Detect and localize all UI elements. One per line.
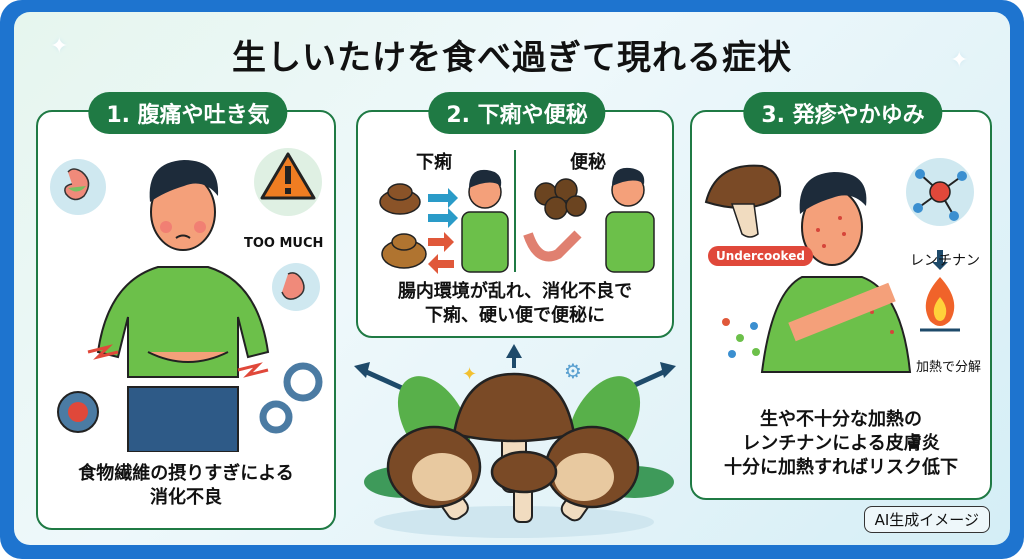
arrow-left-up-icon <box>360 367 404 391</box>
infographic-canvas: ✦ ✦ 生しいたけを食べ過ぎて現れる症状 1. 腹痛や吐き気 <box>14 12 1010 545</box>
molecule-icon <box>906 158 974 226</box>
caption-line: レンチナンによる皮膚炎 <box>742 433 940 454</box>
gear-icon: ⚙ <box>564 359 582 383</box>
stool-icon <box>379 183 421 215</box>
gears-icon <box>259 362 323 434</box>
card-label: 1. 腹痛や吐き気 <box>88 92 288 134</box>
arrow-up-icon <box>506 344 522 358</box>
constipation-label: 便秘 <box>570 152 606 173</box>
too-much-label: TOO MUCH <box>244 236 324 251</box>
loose-stool-icon <box>381 233 427 269</box>
intestine-icon <box>523 230 582 262</box>
hard-stool-icon <box>534 178 587 220</box>
sick-man-illustration <box>50 148 323 452</box>
warning-icon <box>254 148 322 216</box>
arrow-down-icon <box>932 250 948 270</box>
person-icon <box>760 172 912 373</box>
card-label: 3. 発疹やかゆみ <box>743 92 943 134</box>
arrow-right-icon <box>428 188 458 228</box>
caption-line: 腸内環境が乱れ、消化不良で <box>397 281 633 302</box>
caption-line: 十分に加熱すればリスク低下 <box>724 457 958 478</box>
page-title: 生しいたけを食べ過ぎて現れる症状 <box>232 38 792 78</box>
fire-icon <box>920 277 960 332</box>
sparkle-icon: ✦ <box>50 34 69 59</box>
person-icon <box>96 160 270 452</box>
sparkle-icon: ✦ <box>950 48 969 73</box>
shiitake-mushrooms-illustration: ✦ ⚙ <box>354 344 676 538</box>
card-caption: 腸内環境が乱れ、消化不良で 下痢、硬い便で便秘に <box>358 280 672 328</box>
person-icon <box>461 169 509 273</box>
diarrhea-label: 下痢 <box>416 152 452 173</box>
digestion-illustration <box>379 150 655 274</box>
stomach-icon <box>272 263 320 311</box>
pain-icon <box>237 362 269 378</box>
caption-line: 下痢、硬い便で便秘に <box>425 305 605 326</box>
card-diarrhea-constipation: 2. 下痢や便秘 下痢 便秘 <box>356 92 674 338</box>
card-label: 2. 下痢や便秘 <box>428 92 606 134</box>
undercooked-tag: Undercooked <box>708 246 813 266</box>
mushroom-icon <box>386 425 482 521</box>
stomach-bubble-icon <box>50 159 106 215</box>
sparkle-icon: ✦ <box>462 364 477 385</box>
card-caption: 生や不十分な加熱の レンチナンによる皮膚炎 十分に加熱すればリスク低下 <box>692 408 990 480</box>
broken-gear-icon <box>57 391 99 433</box>
heat-decompose-label: 加熱で分解 <box>916 360 982 375</box>
caption-line: 生や不十分な加熱の <box>760 409 922 430</box>
person-icon <box>605 167 655 273</box>
card-rash-itching: 3. 発疹やかゆみ <box>690 92 992 500</box>
lentinan-label: レンチナン <box>910 253 980 269</box>
arrow-left-icon <box>428 232 454 274</box>
mushroom-icon <box>704 164 782 238</box>
caption-line: 食物繊維の摂りすぎによる <box>78 463 294 484</box>
caption-line: 消化不良 <box>150 487 222 508</box>
card-abdominal-pain: 1. 腹痛や吐き気 <box>36 92 336 530</box>
pain-icon <box>87 344 119 360</box>
mushroom-icon <box>490 450 558 523</box>
rash-illustration <box>704 158 974 373</box>
molecule-chain-icon <box>722 318 760 358</box>
card-caption: 食物繊維の摂りすぎによる 消化不良 <box>38 462 334 510</box>
ai-generated-badge: AI生成イメージ <box>863 506 990 533</box>
